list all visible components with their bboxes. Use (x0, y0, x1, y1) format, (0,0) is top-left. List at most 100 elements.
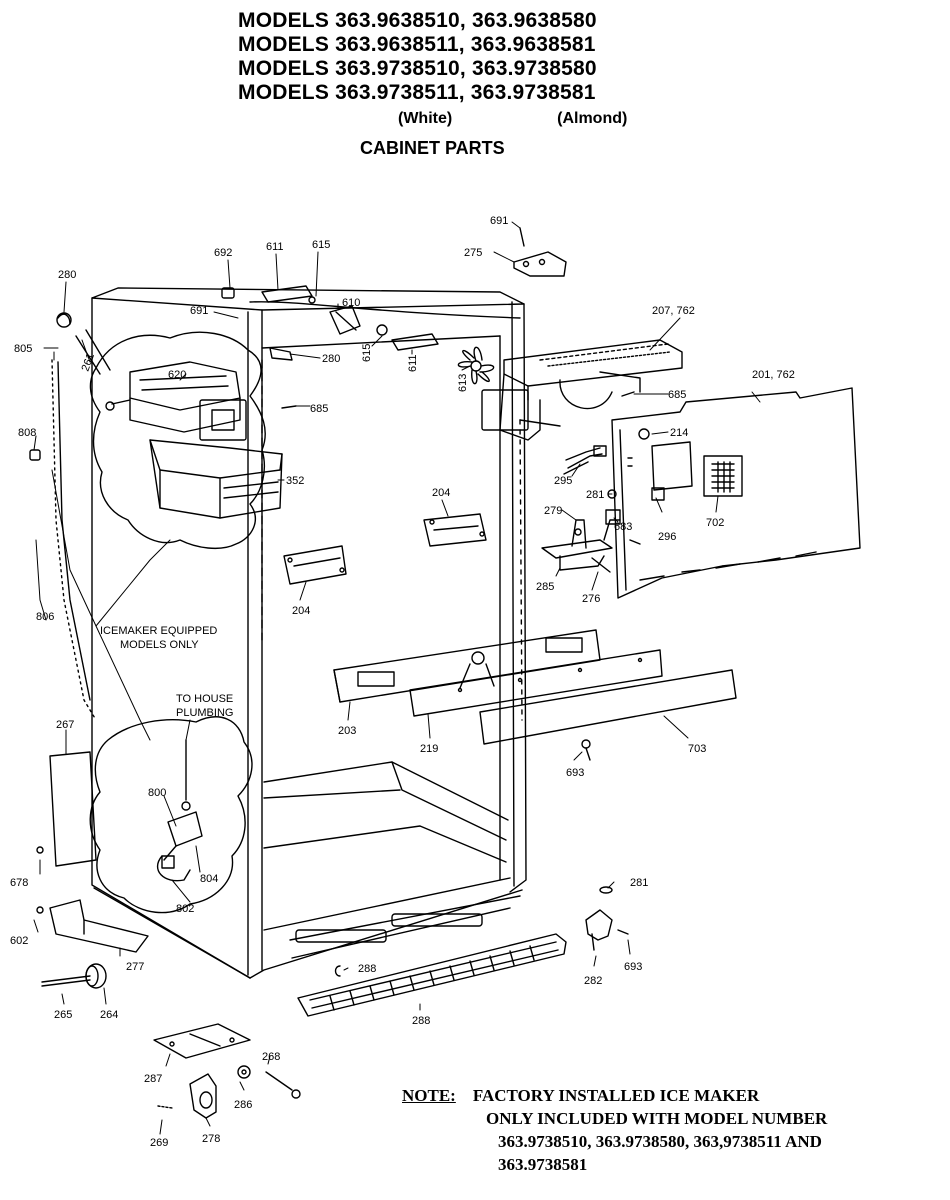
callout-219: 219 (420, 743, 438, 755)
grille-288 (297, 933, 567, 1017)
callout-268: 268 (262, 1051, 280, 1063)
wiring-295 (563, 445, 607, 475)
plumbing-cutaway (89, 716, 253, 914)
callout-286: 286 (234, 1099, 252, 1111)
callout-602: 602 (10, 935, 28, 947)
icemaker-620 (105, 361, 247, 441)
callout-692: 692 (214, 247, 232, 259)
callout-615-mid: 615 (361, 344, 373, 362)
callout-276: 276 (582, 593, 600, 605)
callout-693-lower: 693 (624, 961, 642, 973)
callout-808: 808 (18, 427, 36, 439)
strip-703 (479, 669, 737, 745)
screw-678 (36, 846, 44, 854)
callout-611-top: 611 (266, 241, 284, 253)
part-280 (269, 347, 293, 361)
bracket-204-left (283, 545, 347, 585)
callout-800: 800 (148, 787, 166, 799)
callout-610: 610 (342, 297, 360, 309)
top-hardware (221, 285, 521, 351)
screw-269 (157, 1105, 173, 1109)
plumbing-note-line2: PLUMBING (176, 707, 233, 719)
callout-207-762: 207, 762 (652, 305, 695, 317)
channel-277 (36, 899, 149, 953)
callout-265: 265 (54, 1009, 72, 1021)
hinge-278 (189, 1073, 217, 1119)
model-line-3: MODELS 363.9738510, 363.9738580 (238, 57, 597, 80)
ice-bucket-352 (149, 439, 283, 519)
callout-691-left: 691 (190, 305, 208, 317)
callout-288-lower: 288 (412, 1015, 430, 1027)
callout-278: 278 (202, 1133, 220, 1145)
callout-264: 264 (100, 1009, 118, 1021)
color-labels: (White) (Almond) (398, 110, 627, 128)
callout-685-left: 685 (310, 403, 328, 415)
part-261-tube (56, 312, 111, 375)
pin-268 (265, 1071, 301, 1099)
color-almond: (Almond) (557, 110, 628, 127)
callout-693-mid: 693 (566, 767, 584, 779)
hinge-282 (585, 886, 629, 951)
callout-267: 267 (56, 719, 74, 731)
callout-806: 806 (36, 611, 54, 623)
screws-685 (281, 391, 635, 409)
callout-702: 702 (706, 517, 724, 529)
note-label: NOTE: (402, 1086, 456, 1105)
icemaker-cutaway (89, 331, 266, 550)
model-line-1: MODELS 363.9638510, 363.9638580 (238, 9, 597, 32)
control-panel-201 (607, 387, 861, 599)
callout-685-right: 685 (668, 389, 686, 401)
screw-683 (629, 539, 641, 545)
note-line-2: ONLY INCLUDED WITH MODEL NUMBER (486, 1109, 828, 1128)
callout-279: 279 (544, 505, 562, 517)
callout-275: 275 (464, 247, 482, 259)
washer-286 (237, 1065, 251, 1079)
callout-201-762: 201, 762 (752, 369, 795, 381)
fan-613 (457, 346, 495, 385)
callout-282: 282 (584, 975, 602, 987)
callout-802: 802 (176, 903, 194, 915)
plumbing-note-line1: TO HOUSE (176, 693, 233, 705)
icemaker-note-line2: MODELS ONLY (120, 639, 199, 651)
bracket-285-276 (541, 509, 621, 573)
callout-683: 683 (614, 521, 632, 533)
callout-214: 214 (670, 427, 688, 439)
callout-281-upper: 281 (586, 489, 604, 501)
callout-288-mid: 288 (358, 963, 376, 975)
callout-280-left: 280 (58, 269, 76, 281)
part-806-tube (51, 359, 97, 721)
diagram-subtitle: CABINET PARTS (360, 138, 505, 158)
model-line-4: MODELS 363.9738511, 363.9738581 (238, 81, 596, 104)
cabinet-shell (91, 287, 527, 979)
note-line-1: FACTORY INSTALLED ICE MAKER (472, 1086, 760, 1105)
callout-805: 805 (14, 343, 32, 355)
hinge-275 (513, 227, 567, 277)
rod-265 (41, 975, 91, 987)
factory-note: NOTE: FACTORY INSTALLED ICE MAKER ONLY I… (402, 1084, 827, 1176)
water-valve-800 (156, 739, 203, 882)
roller-264 (85, 963, 107, 989)
callout-269: 269 (150, 1137, 168, 1149)
callout-labels: 691 275 692 611 615 610 691 280 280 615 … (10, 215, 795, 1149)
callout-281-lower: 281 (630, 877, 648, 889)
leader-lines (33, 221, 761, 1135)
screw-693 (581, 739, 591, 761)
bracket-204-right (423, 513, 487, 547)
callout-203: 203 (338, 725, 356, 737)
callout-615-top: 615 (312, 239, 330, 251)
model-line-2: MODELS 363.9638511, 363.9638581 (238, 33, 596, 56)
callout-204-left: 204 (292, 605, 310, 617)
callout-295: 295 (554, 475, 572, 487)
callout-204-right: 204 (432, 487, 450, 499)
callout-678: 678 (10, 877, 28, 889)
callout-261: 261 (80, 352, 98, 373)
callout-287: 287 (144, 1073, 162, 1085)
callout-613: 613 (457, 374, 469, 392)
plate-287 (153, 1023, 251, 1059)
callout-285: 285 (536, 581, 554, 593)
callout-277: 277 (126, 961, 144, 973)
callout-352: 352 (286, 475, 304, 487)
callout-280-mid: 280 (322, 353, 340, 365)
strip-219 (409, 649, 663, 717)
